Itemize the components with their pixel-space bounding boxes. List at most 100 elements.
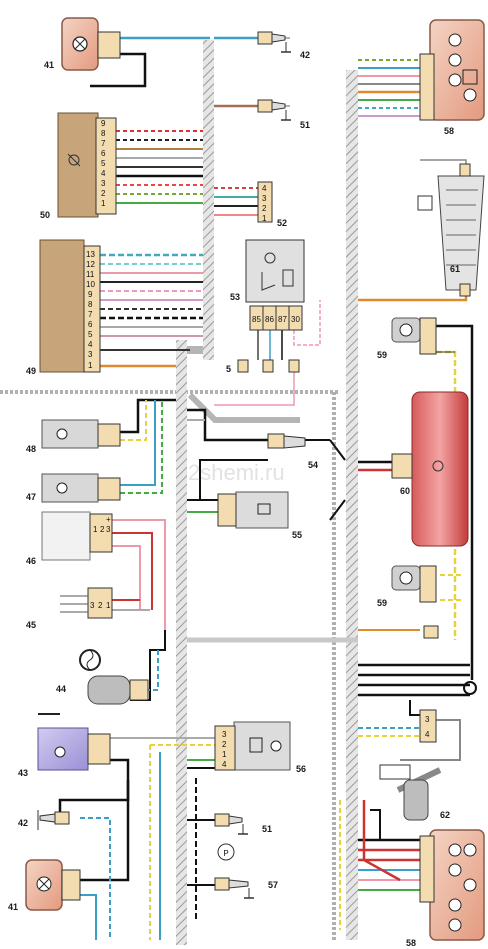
pin-56-3: 3 xyxy=(222,730,227,739)
parking-icon: P xyxy=(217,843,235,861)
lamp-54 xyxy=(267,433,306,449)
pin-49-5: 5 xyxy=(88,330,93,339)
rear-wiper-motor-62 xyxy=(379,764,442,821)
switch-47 xyxy=(41,473,121,503)
license-light-59-bottom xyxy=(391,565,439,639)
heated-rear-window-61 xyxy=(417,163,485,297)
pin-50-1: 1 xyxy=(101,199,106,208)
label-45: 45 xyxy=(26,620,36,630)
terminals-5 xyxy=(237,359,300,373)
relay-56 xyxy=(214,721,291,771)
rear-lamp-58-top xyxy=(419,19,485,121)
pin-52-3: 3 xyxy=(262,194,267,203)
label-59b: 59 xyxy=(377,598,387,608)
pin-49-3: 3 xyxy=(88,350,93,359)
label-60: 60 xyxy=(400,486,410,496)
pin-50-8: 8 xyxy=(101,129,106,138)
pin-45-3: 3 xyxy=(90,601,95,610)
parking-letter: P xyxy=(223,849,228,858)
label-43: 43 xyxy=(18,768,28,778)
label-62: 62 xyxy=(440,810,450,820)
pin-52-1: 1 xyxy=(262,214,267,223)
pin-53-30: 30 xyxy=(291,315,300,324)
label-48: 48 xyxy=(26,444,36,454)
label-61: 61 xyxy=(450,264,460,274)
pin-52-4: 4 xyxy=(262,184,267,193)
side-marker-lamp-41 xyxy=(61,17,121,71)
pin-49-7: 7 xyxy=(88,310,93,319)
pin-49-11: 11 xyxy=(86,270,95,279)
instrument-cluster-50 xyxy=(57,112,117,218)
pin-52-2: 2 xyxy=(262,204,267,213)
label-51: 51 xyxy=(300,120,310,130)
pin-50-7: 7 xyxy=(101,139,106,148)
pin-49-10: 10 xyxy=(86,280,95,289)
pin-right-3: 3 xyxy=(425,715,430,724)
label-5: 5 xyxy=(226,364,231,374)
label-46: 46 xyxy=(26,556,36,566)
heater-fan-44 xyxy=(79,649,149,705)
connector-52 xyxy=(257,181,273,223)
pin-53-86: 86 xyxy=(265,315,274,324)
label-53: 53 xyxy=(230,292,240,302)
switch-51-bottom xyxy=(214,813,248,835)
pin-50-6: 6 xyxy=(101,149,106,158)
pin-49-4: 4 xyxy=(88,340,93,349)
pin-53-87: 87 xyxy=(278,315,287,324)
label-54: 54 xyxy=(308,460,318,470)
label-49: 49 xyxy=(26,366,36,376)
pin-56-4: 4 xyxy=(222,760,227,769)
pin-right-4: 4 xyxy=(425,730,430,739)
wire-harness xyxy=(346,70,358,940)
label-41b: 41 xyxy=(8,902,18,912)
wire-harness xyxy=(203,40,214,360)
label-56: 56 xyxy=(296,764,306,774)
label-51b: 51 xyxy=(262,824,272,834)
side-marker-lamp-41-bottom xyxy=(25,859,81,911)
pin-49-12: 12 xyxy=(86,260,95,269)
label-41: 41 xyxy=(44,60,54,70)
connector-right xyxy=(419,709,437,743)
watermark: 2shemi.ru xyxy=(188,460,285,485)
label-57: 57 xyxy=(268,880,278,890)
instrument-cluster-49 xyxy=(39,239,101,373)
pin-45-1: 1 xyxy=(106,601,111,610)
label-42: 42 xyxy=(300,50,310,60)
label-44: 44 xyxy=(56,684,66,694)
pin-49-8: 8 xyxy=(88,300,93,309)
label-59: 59 xyxy=(377,350,387,360)
label-55: 55 xyxy=(292,530,302,540)
label-52: 52 xyxy=(277,218,287,228)
pin-49-1: 1 xyxy=(88,361,93,370)
pin-50-9: 9 xyxy=(101,119,106,128)
pin-49-13: 13 xyxy=(86,250,95,259)
label-58: 58 xyxy=(444,126,454,136)
pin-56-1: 1 xyxy=(222,750,227,759)
pin-50-4: 4 xyxy=(101,169,106,178)
switch-48 xyxy=(41,419,121,449)
pin-46-1: 1 xyxy=(93,525,98,534)
label-58b: 58 xyxy=(406,938,416,948)
label-42b: 42 xyxy=(18,818,28,828)
wire-harness xyxy=(176,340,187,945)
pin-53-85: 85 xyxy=(252,315,261,324)
rear-lamp-58-bottom xyxy=(419,829,485,941)
switch-51 xyxy=(257,99,291,121)
license-light-59-top xyxy=(391,317,437,355)
pin-45-2: 2 xyxy=(98,601,103,610)
pin-46-plus: + xyxy=(106,515,111,524)
rear-fog-lamp-60 xyxy=(391,391,469,547)
license-lamp-42-bottom xyxy=(37,810,70,830)
label-47: 47 xyxy=(26,492,36,502)
switch-57 xyxy=(214,877,254,899)
pin-50-2: 2 xyxy=(101,189,106,198)
pin-50-5: 5 xyxy=(101,159,106,168)
switch-43 xyxy=(37,713,111,771)
pin-46-3: 3 xyxy=(106,525,111,534)
pin-46-2: 2 xyxy=(100,525,105,534)
switch-46 xyxy=(41,511,113,561)
relay-53 xyxy=(245,239,305,331)
pin-56-2: 2 xyxy=(222,740,227,749)
